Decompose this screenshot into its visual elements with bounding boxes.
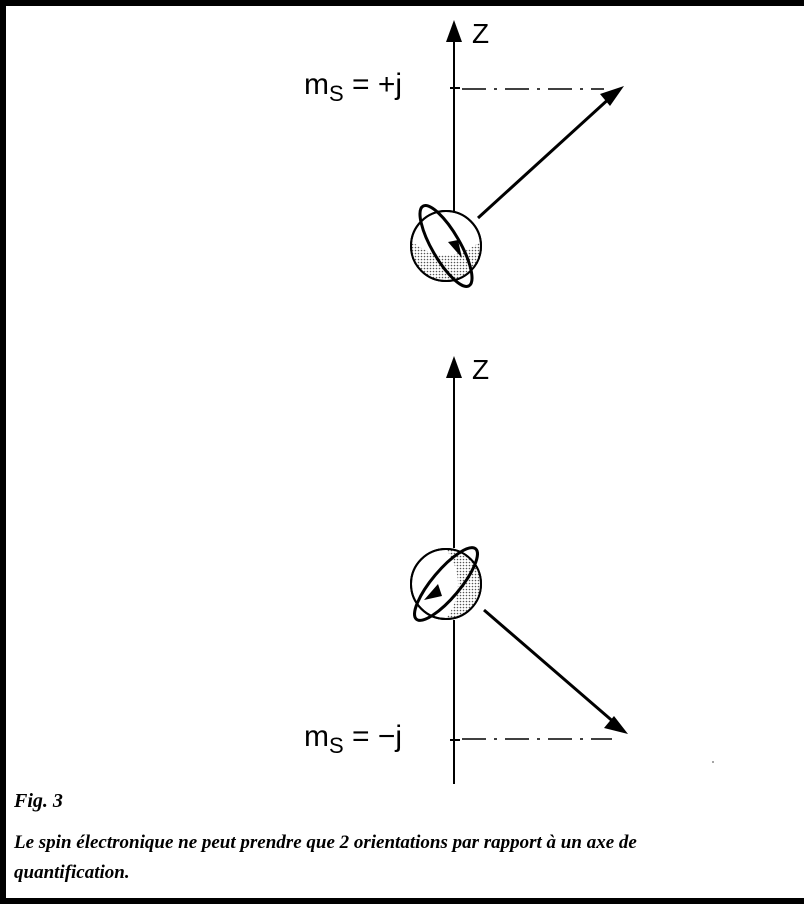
bottom-z-axis-arrowhead (446, 356, 462, 378)
top-ms-symbol: m (304, 68, 329, 101)
bottom-ms-label: mS = −j (304, 720, 403, 757)
figure-number: Fig. 3 (14, 790, 63, 812)
caption-line-2: quantification. (14, 862, 130, 883)
bottom-ms-symbol: m (304, 720, 329, 753)
top-z-axis-label: Z (472, 18, 490, 49)
top-spin-up-diagram (410, 20, 624, 288)
bottom-spin-vector (483, 608, 617, 726)
top-spin-vector (476, 94, 614, 220)
bottom-ms-value: = −j (343, 720, 403, 753)
figure-caption: Le spin électronique ne peut prendre que… (14, 828, 804, 888)
caption-line-1: Le spin électronique ne peut prendre que… (14, 832, 637, 853)
bottom-spin-down-diagram (410, 356, 628, 784)
stray-dot (712, 761, 714, 763)
bottom-z-axis-label: Z (472, 354, 490, 385)
top-ms-value: = +j (343, 68, 403, 101)
top-ms-subscript: S (329, 81, 344, 106)
top-ms-label: mS = +j (304, 68, 403, 105)
top-z-axis-arrowhead (446, 20, 462, 42)
bottom-electron-sphere (410, 546, 482, 622)
top-electron-sphere (410, 204, 482, 288)
bottom-spin-vector-head (604, 716, 628, 734)
bottom-ms-subscript: S (329, 733, 344, 758)
top-spin-vector-head (600, 86, 624, 106)
